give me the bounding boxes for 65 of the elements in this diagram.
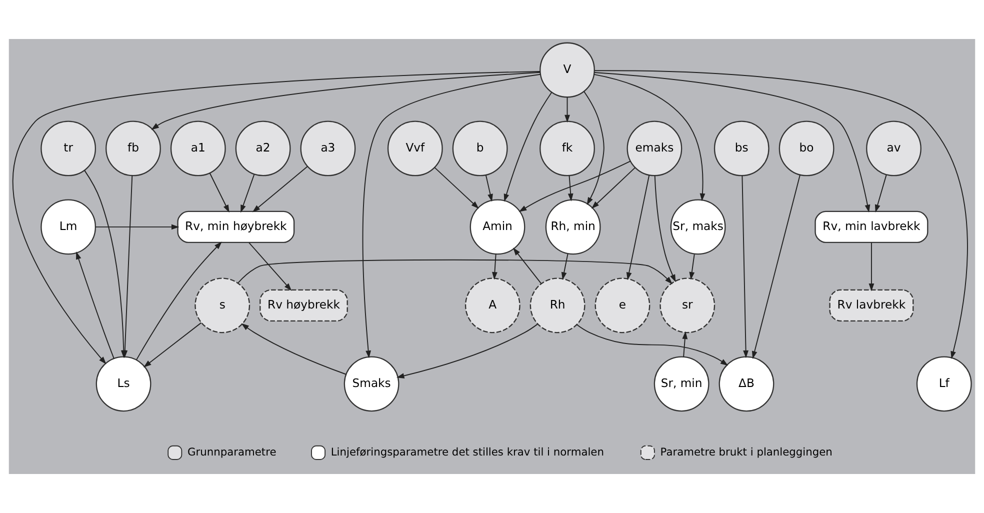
legend-label: Linjeføringsparametre det stilles krav til i normalen xyxy=(330,445,604,458)
arrow xyxy=(241,323,346,375)
node-circle: e xyxy=(594,278,650,334)
node-circle: b xyxy=(452,120,508,176)
node-circle: av xyxy=(866,120,922,176)
arrow xyxy=(513,248,542,284)
arrow xyxy=(252,166,308,212)
arrow xyxy=(95,224,180,230)
node-circle: Sr, maks xyxy=(670,199,726,255)
node-box: Rv høybrekk xyxy=(260,289,348,322)
node-circle: emaks xyxy=(626,120,682,176)
arrow xyxy=(576,324,728,366)
arrow xyxy=(151,72,541,130)
arrow xyxy=(518,160,631,212)
node-circle: a2 xyxy=(235,120,291,176)
arrow xyxy=(485,174,493,202)
node-circle: bo xyxy=(778,120,834,176)
arrow xyxy=(12,70,540,364)
node-circle: Rh xyxy=(530,278,586,334)
arrow xyxy=(504,92,552,202)
arrow xyxy=(752,174,800,359)
arrow xyxy=(868,242,874,292)
arrow xyxy=(122,175,133,358)
node-box: Rv, min lavbrekk xyxy=(814,210,928,244)
arrow xyxy=(564,96,570,123)
node-circle: A xyxy=(464,278,520,334)
legend-label: Grunnparametre xyxy=(187,445,276,458)
arrow xyxy=(689,254,695,280)
arrow xyxy=(362,74,541,358)
node-circle: Sr, min xyxy=(654,356,710,412)
arrow xyxy=(136,242,222,360)
arrow xyxy=(594,70,968,360)
arrow xyxy=(238,259,672,284)
arrow xyxy=(240,174,255,213)
arrow xyxy=(568,175,574,202)
arrow xyxy=(396,324,538,378)
arrow xyxy=(584,91,604,206)
arrow xyxy=(594,74,706,202)
arrow xyxy=(742,175,749,358)
arrow xyxy=(434,167,479,209)
arrow xyxy=(492,254,498,280)
arrow xyxy=(594,72,870,213)
arrow xyxy=(76,252,114,359)
arrow xyxy=(144,322,202,368)
node-circle: tr xyxy=(40,120,96,176)
arrow xyxy=(682,331,688,358)
node-box: Rv lavbrekk xyxy=(829,289,914,322)
node-circle: a1 xyxy=(170,120,226,176)
node-circle: a3 xyxy=(300,120,356,176)
node-box: Rv, min høybrekk xyxy=(177,210,295,244)
node-circle: Smaks xyxy=(344,356,400,412)
node-circle: Vvf xyxy=(387,120,443,176)
node-circle: V xyxy=(540,42,595,98)
arrow xyxy=(561,253,568,280)
node-circle: Lf xyxy=(916,356,972,412)
arrow xyxy=(209,172,230,213)
node-circle: fk xyxy=(540,120,595,176)
node-circle: Lm xyxy=(40,199,96,255)
arrow xyxy=(654,175,676,282)
arrow xyxy=(626,174,650,280)
arrow xyxy=(591,167,636,209)
node-circle: bs xyxy=(714,120,770,176)
arrow xyxy=(874,174,887,212)
legend-label: Parametre brukt i planleggingen xyxy=(660,445,832,458)
arrow xyxy=(248,242,292,291)
